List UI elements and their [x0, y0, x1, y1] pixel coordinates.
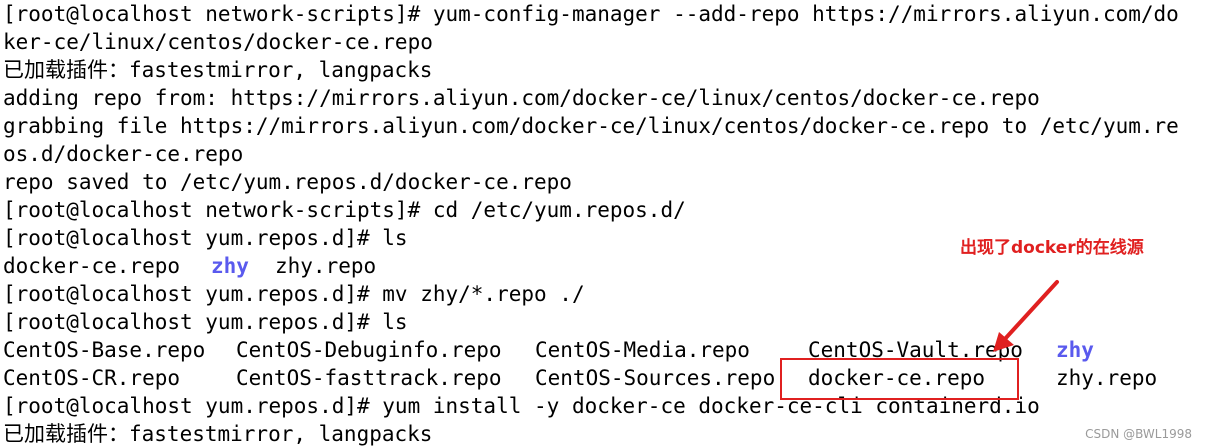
annotation-text: 出现了docker的在线源: [960, 238, 1144, 258]
red-highlight-box: [780, 358, 1019, 400]
file-docker-ce-repo: docker-ce.repo: [3, 254, 181, 278]
directory-zhy: zhy: [211, 254, 249, 278]
directory-zhy: zhy: [1056, 338, 1094, 362]
terminal-line: repo saved to /etc/yum.repos.d/docker-ce…: [3, 170, 572, 194]
terminal-line: adding repo from: https://mirrors.aliyun…: [3, 86, 1040, 110]
arrow-head: [993, 332, 1014, 352]
file-centos-base-repo: CentOS-Base.repo: [3, 338, 206, 362]
ls-output-row: CentOS-CR.repo CentOS-fasttrack.repo Cen…: [3, 364, 1203, 392]
file-centos-debuginfo-repo: CentOS-Debuginfo.repo: [236, 338, 502, 362]
file-centos-sources-repo: CentOS-Sources.repo: [535, 366, 776, 390]
file-zhy-repo: zhy.repo: [275, 254, 377, 278]
arrow-shaft: [1002, 280, 1059, 342]
csdn-watermark: CSDN @BWL1998: [1085, 427, 1192, 441]
terminal-line: [root@localhost network-scripts]# yum-co…: [3, 2, 1179, 26]
terminal-line: [root@localhost network-scripts]# cd /et…: [3, 198, 686, 222]
terminal-line: [root@localhost yum.repos.d]# mv zhy/*.r…: [3, 282, 585, 306]
file-centos-media-repo: CentOS-Media.repo: [535, 338, 750, 362]
terminal-line: 已加载插件：fastestmirror, langpacks: [3, 58, 433, 82]
file-docker-ce-repo-highlighted: docker-ce.repo: [808, 366, 986, 390]
terminal-line: ker-ce/linux/centos/docker-ce.repo: [3, 30, 433, 54]
ls-output-row: docker-ce.repo zhy zhy.repo: [3, 252, 1203, 280]
terminal-line: [root@localhost yum.repos.d]# ls: [3, 226, 408, 250]
terminal-line: [root@localhost yum.repos.d]# ls: [3, 310, 408, 334]
file-centos-cr-repo: CentOS-CR.repo: [3, 366, 181, 390]
file-centos-fasttrack-repo: CentOS-fasttrack.repo: [236, 366, 502, 390]
file-zhy-repo: zhy.repo: [1056, 366, 1158, 390]
ls-output-row: CentOS-Base.repo CentOS-Debuginfo.repo C…: [3, 336, 1203, 364]
terminal-line: 已加载插件：fastestmirror, langpacks: [3, 422, 433, 446]
terminal-line: grabbing file https://mirrors.aliyun.com…: [3, 114, 1179, 138]
terminal-line: os.d/docker-ce.repo: [3, 142, 244, 166]
